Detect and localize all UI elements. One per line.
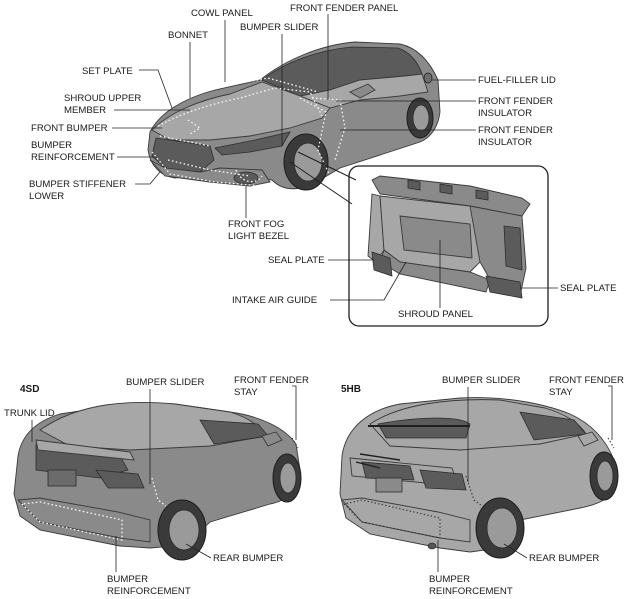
hatchback-labels: 5HB BUMPER SLIDER FRONT FENDER STAY REAR…	[341, 375, 624, 597]
label-front-fender-stay-5hb-1: FRONT FENDER	[549, 375, 624, 386]
leader-front-fender-stay-4sd	[292, 385, 297, 440]
label-front-fender-stay-4sd-1: FRONT FENDER	[234, 375, 309, 386]
label-front-fender-stay-5hb-2: STAY	[549, 387, 573, 398]
label-cowl-panel: COWL PANEL	[191, 8, 254, 19]
leader-rear-bumper-5hb	[503, 543, 528, 559]
sedan-labels: 4SD BUMPER SLIDER FRONT FENDER STAY TRUN…	[4, 375, 309, 597]
label-bumper-reinforcement-4sd-1: BUMPER	[107, 574, 148, 585]
label-front-bumper: FRONT BUMPER	[31, 123, 108, 134]
leader-intake-air-guide	[330, 261, 407, 301]
label-shroud-panel: SHROUD PANEL	[398, 309, 474, 320]
label-bumper-reinforcement-4sd-2: REINFORCEMENT	[107, 586, 191, 597]
label-bumper-slider-front: BUMPER SLIDER	[240, 22, 318, 33]
leader-front-fender-stay-5hb	[608, 385, 613, 440]
header-4sd: 4SD	[20, 384, 39, 395]
label-bumper-stiffener-lower-2: LOWER	[29, 191, 64, 202]
front-labels: COWL PANEL FRONT FENDER PANEL BUMPER SLI…	[29, 3, 617, 320]
label-front-fog-light-bezel-1: FRONT FOG	[228, 219, 284, 230]
label-front-fender-insulator-a-2: INSULATOR	[478, 108, 532, 119]
label-bumper-reinforcement-5hb-2: REINFORCEMENT	[429, 586, 513, 597]
inset-pointer	[289, 151, 357, 205]
label-bumper-reinforcement-5hb-1: BUMPER	[429, 574, 470, 585]
label-bumper-slider-4sd: BUMPER SLIDER	[126, 377, 204, 388]
header-5hb: 5HB	[341, 384, 361, 395]
label-intake-air-guide: INTAKE AIR GUIDE	[232, 295, 317, 306]
label-bumper-slider-5hb: BUMPER SLIDER	[442, 375, 520, 386]
rear-hatchback-illustration	[339, 397, 619, 559]
label-shroud-upper-member-1: SHROUD UPPER	[64, 93, 141, 104]
leader-set-plate	[139, 69, 173, 109]
label-front-fender-insulator-b-1: FRONT FENDER	[478, 125, 553, 136]
label-rear-bumper-4sd: REAR BUMPER	[213, 553, 283, 564]
label-front-fender-insulator-b-2: INSULATOR	[478, 137, 532, 148]
label-front-fender-panel: FRONT FENDER PANEL	[290, 3, 399, 14]
label-front-fog-light-bezel-2: LIGHT BEZEL	[228, 231, 290, 242]
label-front-fender-insulator-a-1: FRONT FENDER	[478, 96, 553, 107]
shroud-inset	[289, 151, 549, 327]
label-trunk-lid: TRUNK LID	[4, 408, 55, 419]
label-bumper-reinforcement-front-1: BUMPER	[31, 140, 72, 151]
label-rear-bumper-5hb: REAR BUMPER	[529, 553, 599, 564]
label-seal-plate-left: SEAL PLATE	[268, 255, 325, 266]
label-front-fender-stay-4sd-2: STAY	[234, 387, 258, 398]
label-set-plate: SET PLATE	[82, 66, 133, 77]
leader-rear-bumper-4sd	[185, 543, 212, 559]
rear-sedan-illustration	[13, 401, 302, 561]
label-bonnet: BONNET	[168, 30, 208, 41]
label-bumper-reinforcement-front-2: REINFORCEMENT	[31, 152, 115, 163]
label-bumper-stiffener-lower-1: BUMPER STIFFENER	[29, 179, 126, 190]
leader-bumper-stiffener-lower	[135, 171, 161, 185]
front-sedan-illustration	[147, 41, 441, 191]
label-fuel-filler-lid: FUEL-FILLER LID	[478, 75, 556, 86]
label-shroud-upper-member-2: MEMBER	[64, 105, 106, 116]
label-seal-plate-right: SEAL PLATE	[560, 283, 617, 294]
